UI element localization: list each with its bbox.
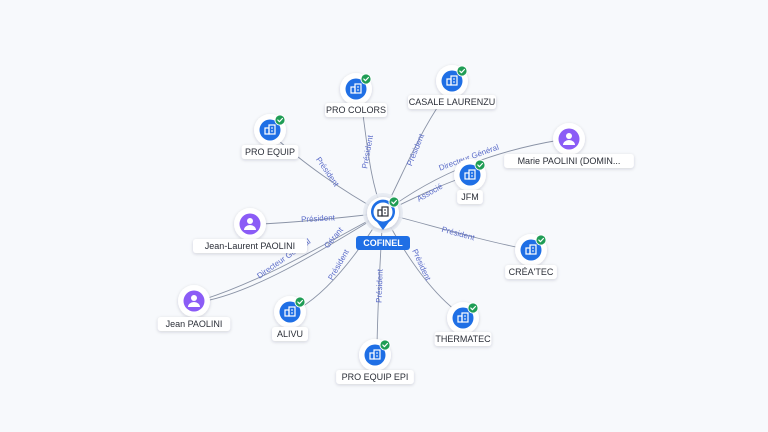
node-casale-laurenzu[interactable]: CASALE LAURENZU [408,65,496,109]
node-label-bg [457,190,483,204]
building-icon [369,349,381,360]
building-icon [284,306,296,317]
node-label: THERMATEC [435,334,491,344]
node-createc[interactable]: CRÉA'TEC [505,234,557,279]
node-label-bg [505,265,557,279]
check-badge-icon [474,159,486,171]
node-marie-paolini[interactable]: Marie PAOLINI (DOMIN... [504,123,634,168]
building-icon [377,206,389,217]
node-pro-equip[interactable]: PRO EQUIP [241,114,299,159]
edge-label: Associé [415,181,444,203]
node-label-bg [336,370,414,384]
nodes-layer: PRO COLORS CASALE LAURENZU PRO EQUIP Marie … [157,65,634,384]
check-badge-icon [379,339,391,351]
edge-label: Président [410,248,433,283]
node-label: PRO COLORS [326,105,386,115]
building-icon [350,83,362,94]
check-badge-icon [535,234,547,246]
node-label: ALIVU [277,329,303,339]
node-label-bg [504,154,634,168]
edge-label: Président [375,268,385,303]
node-pro-equip-epi[interactable]: PRO EQUIP EPI [336,339,414,384]
building-icon [457,312,469,323]
building-icon [464,169,476,180]
node-jean-paolini[interactable]: Jean PAOLINI [157,285,231,331]
node-thermatec[interactable]: THERMATEC [434,302,492,346]
node-label-bg [408,95,496,109]
edge-label: Président [326,247,351,281]
node-label: Jean-Laurent PAOLINI [205,241,295,251]
node-label-bg [157,317,231,331]
center-layer: COFINEL [356,193,410,250]
node-label: PRO EQUIP [245,147,295,157]
node-pro-colors[interactable]: PRO COLORS [325,73,387,117]
node-label: CRÉA'TEC [509,267,554,277]
edge-label: Président [405,132,426,167]
check-badge-icon [274,114,286,126]
edge-label: Président [360,134,375,170]
node-label: Jean PAOLINI [166,319,223,329]
node-cofinel[interactable]: COFINEL [356,193,410,250]
check-badge-icon [456,65,468,77]
building-icon [525,244,537,255]
node-label: Marie PAOLINI (DOMIN... [518,156,621,166]
node-label: JFM [461,192,479,202]
edge-label: Président [441,225,477,243]
edge-label: Président [301,213,336,224]
node-alivu[interactable]: ALIVU [272,296,308,341]
node-label-bg [272,327,308,341]
node-jean-laurent-paolini[interactable]: Jean-Laurent PAOLINI [193,208,307,253]
check-badge-icon [360,73,372,85]
check-badge-icon [294,296,306,308]
node-label-bg [241,145,299,159]
building-icon [446,75,458,86]
node-label-bg [434,332,492,346]
node-label-bg [325,103,387,117]
person-icon [244,218,256,230]
building-icon [264,124,276,135]
edge-jean-paolini-cofinel [204,212,384,302]
center-label: COFINEL [363,238,403,248]
person-icon [188,295,200,307]
node-jfm[interactable]: JFM [454,159,486,204]
node-label-bg [193,239,307,253]
node-label: PRO EQUIP EPI [342,372,409,382]
check-badge-icon [467,302,479,314]
check-badge-icon [388,196,400,208]
node-label: CASALE LAURENZU [409,97,496,107]
center-label-bg [356,236,410,250]
person-icon [563,133,575,145]
